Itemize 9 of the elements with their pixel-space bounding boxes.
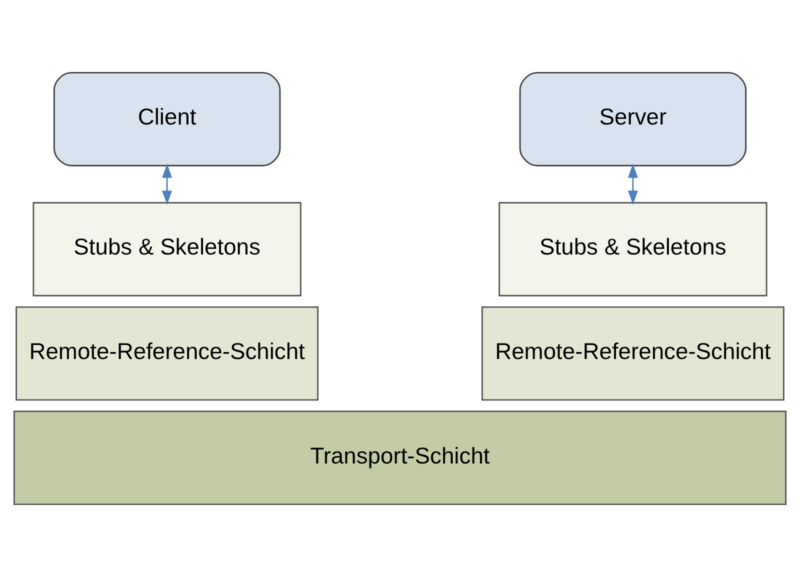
arrow [628,163,638,204]
node-box: Client [53,72,281,166]
node-box: Stubs & Skeletons [32,202,302,296]
node-box: Remote-Reference-Schicht [481,306,784,400]
node-box: Stubs & Skeletons [498,202,768,296]
node-box: Remote-Reference-Schicht [16,306,319,400]
node-box: Server [519,72,747,166]
arrow [162,163,172,204]
node-box: Transport-Schicht [13,410,787,504]
